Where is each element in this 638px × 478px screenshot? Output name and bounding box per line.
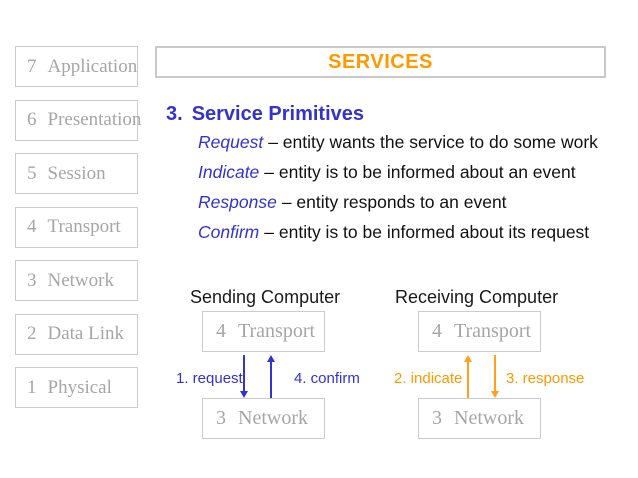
section-title: Service Primitives bbox=[191, 103, 365, 125]
request-arrow-down-icon bbox=[240, 355, 248, 398]
osi-layer-physical: 1 Physical bbox=[15, 367, 138, 408]
layer-number: 1 bbox=[27, 376, 37, 398]
primitive-confirm: Confirm– entity is to be informed about … bbox=[198, 221, 610, 243]
osi-layer-data-link: 2 Data Link bbox=[15, 313, 138, 355]
primitive-term: Response bbox=[198, 192, 277, 212]
layer-name: Application bbox=[47, 55, 138, 77]
osi-layer-network: 3 Network bbox=[15, 260, 138, 301]
layer-number: 6 bbox=[27, 109, 37, 130]
layer-number: 3 bbox=[432, 407, 442, 429]
primitive-definition: – entity responds to an event bbox=[281, 192, 507, 212]
layer-name: Physical bbox=[47, 376, 112, 398]
layer-number: 4 bbox=[432, 320, 442, 342]
osi-layer-transport: 4 Transport bbox=[15, 206, 138, 248]
layer-name: Network bbox=[238, 407, 308, 429]
primitive-term: Request bbox=[198, 132, 264, 152]
layer-name: Transport bbox=[47, 216, 121, 237]
layer-name: Session bbox=[47, 162, 106, 184]
slide-title: SERVICES bbox=[328, 50, 433, 73]
receiving-network-box: 3 Network bbox=[418, 398, 541, 439]
response-arrow-label: 3. response bbox=[506, 370, 585, 387]
receiving-transport-box: 4 Transport bbox=[418, 311, 541, 352]
layer-number: 7 bbox=[27, 55, 37, 77]
receiving-computer-heading: Receiving Computer bbox=[395, 287, 559, 307]
sending-network-box: 3 Network bbox=[202, 398, 325, 439]
layer-number: 3 bbox=[27, 269, 37, 291]
indicate-arrow-up-icon bbox=[464, 355, 472, 398]
primitive-request: Request– entity wants the service to do … bbox=[198, 131, 598, 153]
osi-layer-session: 5 Session bbox=[15, 153, 138, 194]
layer-name: Transport bbox=[238, 320, 316, 342]
response-arrow-down-icon bbox=[491, 355, 499, 398]
confirm-arrow-label: 4. confirm bbox=[294, 370, 360, 387]
primitive-list: Request– entity wants the service to do … bbox=[198, 131, 610, 251]
confirm-arrow-up-icon bbox=[267, 355, 275, 398]
primitive-definition: – entity wants the service to do some wo… bbox=[268, 132, 598, 152]
primitive-response: Response– entity responds to an event bbox=[198, 191, 610, 213]
layer-name: Transport bbox=[454, 320, 532, 342]
primitive-term: Confirm bbox=[198, 222, 260, 242]
layer-number: 3 bbox=[216, 407, 226, 429]
layer-name: Presentation bbox=[47, 109, 142, 130]
primitive-definition: – entity is to be informed about its req… bbox=[264, 222, 590, 242]
primitive-indicate: Indicate– entity is to be informed about… bbox=[198, 161, 610, 183]
section-heading: 3. Service Primitives bbox=[166, 103, 364, 126]
indicate-arrow-label: 2. indicate bbox=[394, 370, 463, 387]
osi-layer-application: 7 Application bbox=[15, 46, 138, 87]
slide-title-box: SERVICES bbox=[155, 46, 606, 78]
section-number: 3. bbox=[166, 103, 183, 125]
primitive-definition: – entity is to be informed about an even… bbox=[264, 162, 576, 182]
osi-layer-presentation: 6 Presentation bbox=[15, 99, 141, 141]
sending-computer-heading: Sending Computer bbox=[190, 287, 341, 307]
layer-name: Data Link bbox=[47, 323, 125, 344]
layer-number: 4 bbox=[216, 320, 226, 342]
layer-name: Network bbox=[454, 407, 524, 429]
layer-number: 5 bbox=[27, 162, 37, 184]
layer-number: 2 bbox=[27, 323, 37, 344]
sending-transport-box: 4 Transport bbox=[202, 311, 325, 352]
osi-layer-stack: 7 Application 6 Presentation 5 Session 4… bbox=[15, 46, 141, 408]
primitive-term: Indicate bbox=[198, 162, 260, 182]
request-arrow-label: 1. request bbox=[176, 370, 243, 387]
layer-name: Network bbox=[47, 269, 114, 291]
layer-number: 4 bbox=[27, 216, 37, 237]
